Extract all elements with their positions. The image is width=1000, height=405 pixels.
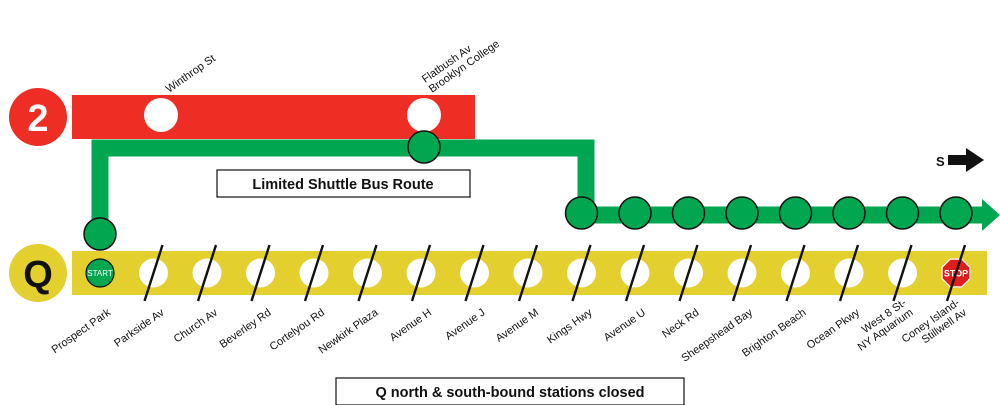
closed-slash (785, 244, 806, 302)
q-station-avenue-j (460, 244, 489, 302)
direction-label: S (936, 154, 945, 169)
station-name: Newkirk Plaza (317, 306, 382, 356)
q-station-beverley (246, 244, 275, 302)
station-name: Kings Hwy (545, 306, 595, 346)
q-station-label-avenue-u: Avenue U (602, 307, 648, 344)
line-2-station-flatbush (407, 98, 441, 132)
closed-slash (624, 244, 646, 302)
q-station-label-avenue-h: Avenue H (388, 307, 434, 344)
start-marker (85, 258, 115, 288)
shuttle-stop-flatbush (407, 130, 441, 164)
q-station-cortelyou (299, 244, 329, 302)
line-2-bullet: 2 (9, 88, 67, 146)
q-station-label-avenue-m: Avenue M (494, 307, 541, 345)
shuttle-bus-route-line (91, 139, 990, 239)
q-station-newkirk (353, 244, 382, 302)
q-station-church (192, 244, 222, 302)
closed-slash (945, 244, 967, 302)
closed-slash (143, 244, 164, 302)
shuttle-stop-prospect-park (83, 217, 117, 251)
station-name: Winthrop St (164, 53, 218, 96)
closed-slash (410, 244, 432, 302)
line-2-stations (144, 98, 441, 132)
start-marker-text: START (87, 269, 113, 278)
line-2-station-label-winthrop: Winthrop St (164, 53, 218, 96)
q-station-label-church: Church Av (172, 306, 221, 345)
q-station-label-neck-rd: Neck Rd (660, 307, 701, 341)
closed-slash (517, 244, 539, 302)
q-station-ocean-pkwy (834, 244, 864, 302)
line-2-bullet-text: 2 (27, 98, 48, 140)
q-station-neck-rd (674, 244, 703, 302)
q-station-label-parkside: Parkside Av (112, 306, 167, 349)
shuttle-route-arrow (982, 199, 1000, 231)
closed-slash (303, 244, 325, 302)
station-name: Parkside Av (112, 306, 167, 349)
q-station-avenue-u (620, 244, 650, 302)
station-name: Avenue H (388, 307, 434, 344)
q-station-label-kings-hwy: Kings Hwy (545, 306, 595, 346)
q-station-prospect-park: START (85, 258, 115, 288)
shuttle-stop-west-8 (885, 196, 920, 230)
closed-slash (250, 244, 271, 302)
shuttle-label-text: Limited Shuttle Bus Route (252, 177, 433, 193)
closed-slash (571, 244, 592, 302)
shuttle-stop-kings-hwy (564, 196, 599, 230)
shuttle-stop-coney-island (939, 196, 973, 230)
shuttle-stop-sheepshead (725, 196, 759, 230)
q-station-label-beverley: Beverley Rd (218, 307, 274, 351)
closed-slash (731, 244, 753, 302)
direction-arrow-icon (948, 148, 984, 172)
closed-slash (838, 244, 860, 302)
line-q-bullet-text: Q (23, 254, 53, 296)
closed-slash (464, 244, 485, 302)
station-name: Avenue U (602, 307, 648, 344)
station-name: Avenue M (494, 307, 541, 345)
q-station-avenue-m (513, 244, 543, 302)
shuttle-stop-brighton (778, 196, 813, 230)
closed-slash (196, 244, 218, 302)
direction-indicator: S (936, 148, 984, 172)
station-name: Avenue J (443, 307, 487, 343)
shuttle-stop-avenue-u (618, 196, 652, 230)
station-name: Ocean Pkwy (805, 306, 863, 352)
station-name: Church Av (172, 306, 221, 345)
q-station-avenue-h (406, 244, 436, 302)
shuttle-stop-ocean-pkwy (832, 196, 866, 230)
line-q-bullet: Q (9, 244, 67, 302)
closed-slash (678, 244, 699, 302)
shuttle-label-box: Limited Shuttle Bus Route (216, 169, 471, 198)
q-station-parkside (139, 244, 168, 302)
q-station-brighton (781, 244, 810, 302)
station-name: Prospect Park (50, 306, 114, 356)
q-station-west-8 (888, 244, 917, 302)
closed-label-box: Q north & south-bound stations closed (335, 377, 685, 405)
q-station-kings-hwy (567, 244, 596, 302)
q-station-label-avenue-j: Avenue J (443, 307, 487, 343)
q-station-sheepshead (727, 244, 757, 302)
shuttle-stop-neck-rd (671, 196, 706, 230)
q-station-label-newkirk: Newkirk Plaza (317, 306, 382, 356)
shuttle-stops (83, 130, 973, 251)
q-station-label-ocean-pkwy: Ocean Pkwy (805, 306, 863, 352)
q-station-label-coney-island: Coney Island-Stillwell Av (900, 297, 970, 347)
closed-slash (357, 244, 378, 302)
q-station-label-prospect-park: Prospect Park (50, 306, 114, 356)
line-2-station-winthrop (144, 98, 178, 132)
closed-slash (892, 244, 913, 302)
q-stations: START STOP (85, 244, 971, 302)
station-name: Beverley Rd (218, 307, 274, 351)
q-station-coney-island: STOP (941, 244, 971, 302)
station-name: Neck Rd (660, 307, 701, 341)
closed-label-text: Q north & south-bound stations closed (375, 385, 644, 401)
